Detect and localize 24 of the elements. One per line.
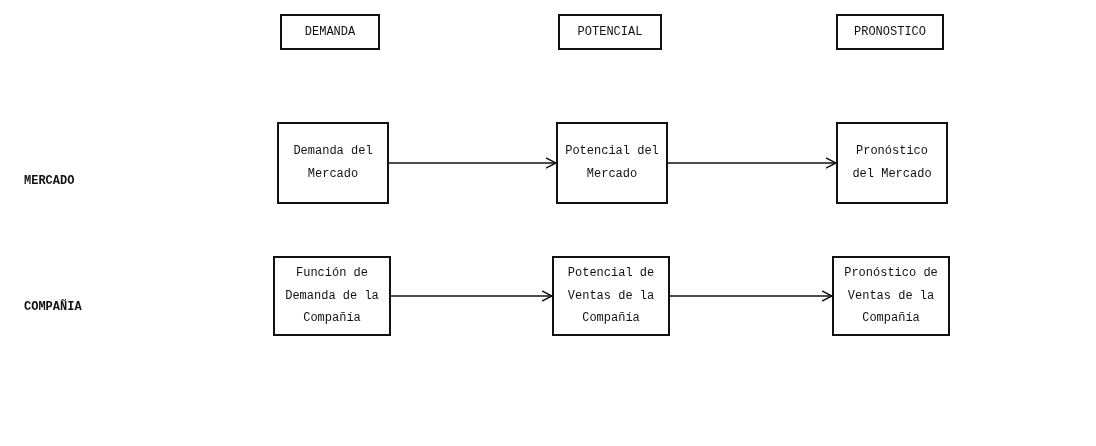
header-box: [558, 14, 662, 50]
arrow: [669, 290, 833, 302]
box-text: Potencial de Ventas de la Compañía: [566, 264, 656, 328]
box-text: Demanda del Mercado: [292, 143, 374, 183]
process-box: [273, 256, 391, 336]
box-text: PRONOSTICO: [853, 23, 927, 41]
box-text: Función de Demanda de la Compañía: [284, 264, 380, 328]
process-box: [552, 256, 670, 336]
row-label: MERCADO: [24, 174, 75, 188]
arrow: [667, 157, 837, 169]
box-text: DEMANDA: [303, 23, 357, 41]
box-text: Pronóstico del Mercado: [851, 143, 933, 183]
box-text: Potencial del Mercado: [564, 143, 660, 183]
process-box: [836, 122, 948, 204]
row-label: COMPAÑIA: [24, 300, 82, 314]
header-box: [836, 14, 944, 50]
arrow: [390, 290, 553, 302]
process-box: [832, 256, 950, 336]
arrow: [388, 157, 557, 169]
process-box: [277, 122, 389, 204]
header-box: [280, 14, 380, 50]
process-box: [556, 122, 668, 204]
box-text: Pronóstico de Ventas de la Compañía: [843, 264, 939, 328]
box-text: POTENCIAL: [576, 23, 644, 41]
